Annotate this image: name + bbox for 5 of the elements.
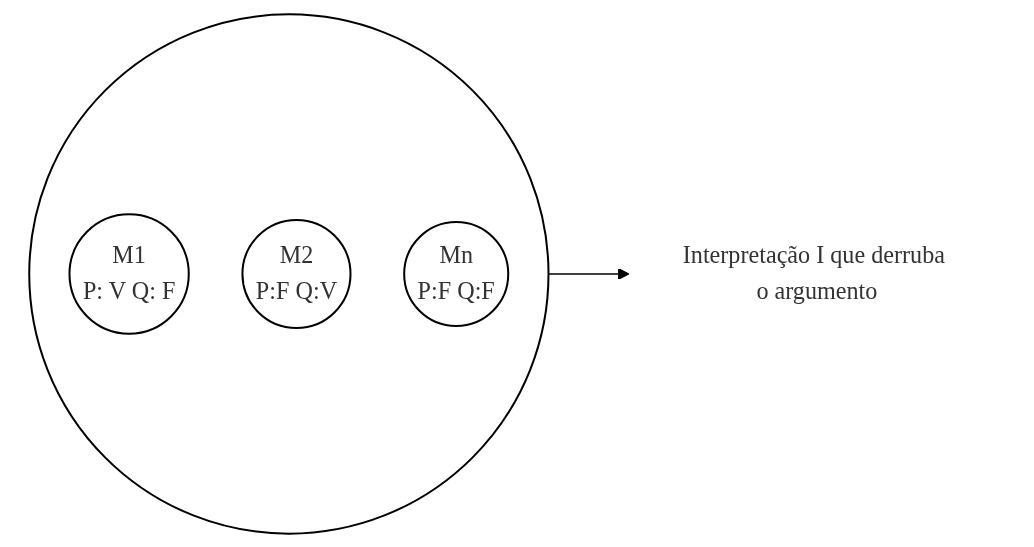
node-circle: M1 P: V Q: F [68,212,190,335]
node-circle: M2 P:F Q:V [241,218,352,329]
node-text: Interpretação I que derruba o argumento [682,241,945,305]
cluster [28,12,550,535]
node-circle: Mn P:F Q:F [403,220,510,327]
